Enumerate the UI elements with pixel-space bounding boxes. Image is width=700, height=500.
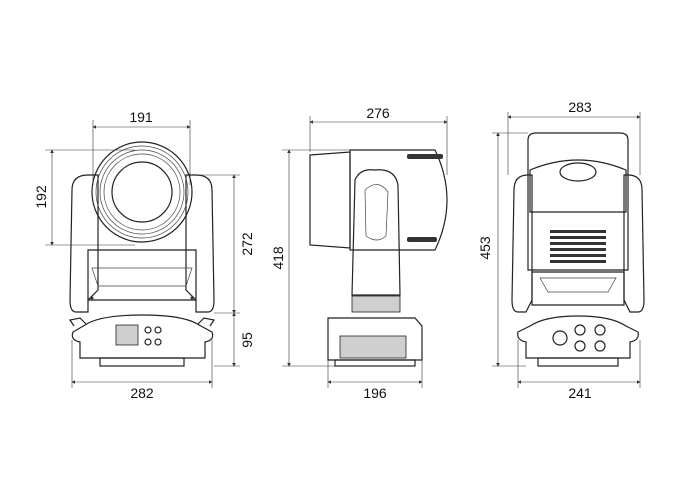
dim-front-base-height: 95 xyxy=(239,332,255,348)
side-base xyxy=(327,317,423,361)
dim-back-total-height: 453 xyxy=(477,236,493,260)
front-view xyxy=(69,141,215,367)
side-yoke-arm xyxy=(351,169,401,296)
dim-front-yoke-height: 272 xyxy=(239,232,255,256)
back-view xyxy=(511,132,645,367)
dim-side-total-height: 418 xyxy=(270,246,286,270)
back-vent-grille xyxy=(550,230,606,263)
front-base xyxy=(71,314,214,359)
dim-side-head-depth: 276 xyxy=(366,105,390,121)
front-dimensions: 191 192 272 95 282 xyxy=(33,109,255,401)
dim-front-head-width: 191 xyxy=(129,109,153,125)
side-dimensions: 276 418 196 xyxy=(270,105,448,401)
dim-back-base-width: 241 xyxy=(568,385,592,401)
back-dimensions: 283 453 241 xyxy=(477,99,641,401)
dim-back-total-width: 283 xyxy=(568,99,592,115)
front-lens xyxy=(111,161,173,223)
front-display xyxy=(115,324,139,346)
dim-front-base-width: 282 xyxy=(130,385,154,401)
back-base xyxy=(517,315,639,359)
front-lens-housing xyxy=(91,141,193,243)
dim-front-head-height: 192 xyxy=(33,185,49,209)
side-view xyxy=(309,149,448,367)
dim-side-base-depth: 196 xyxy=(363,385,387,401)
